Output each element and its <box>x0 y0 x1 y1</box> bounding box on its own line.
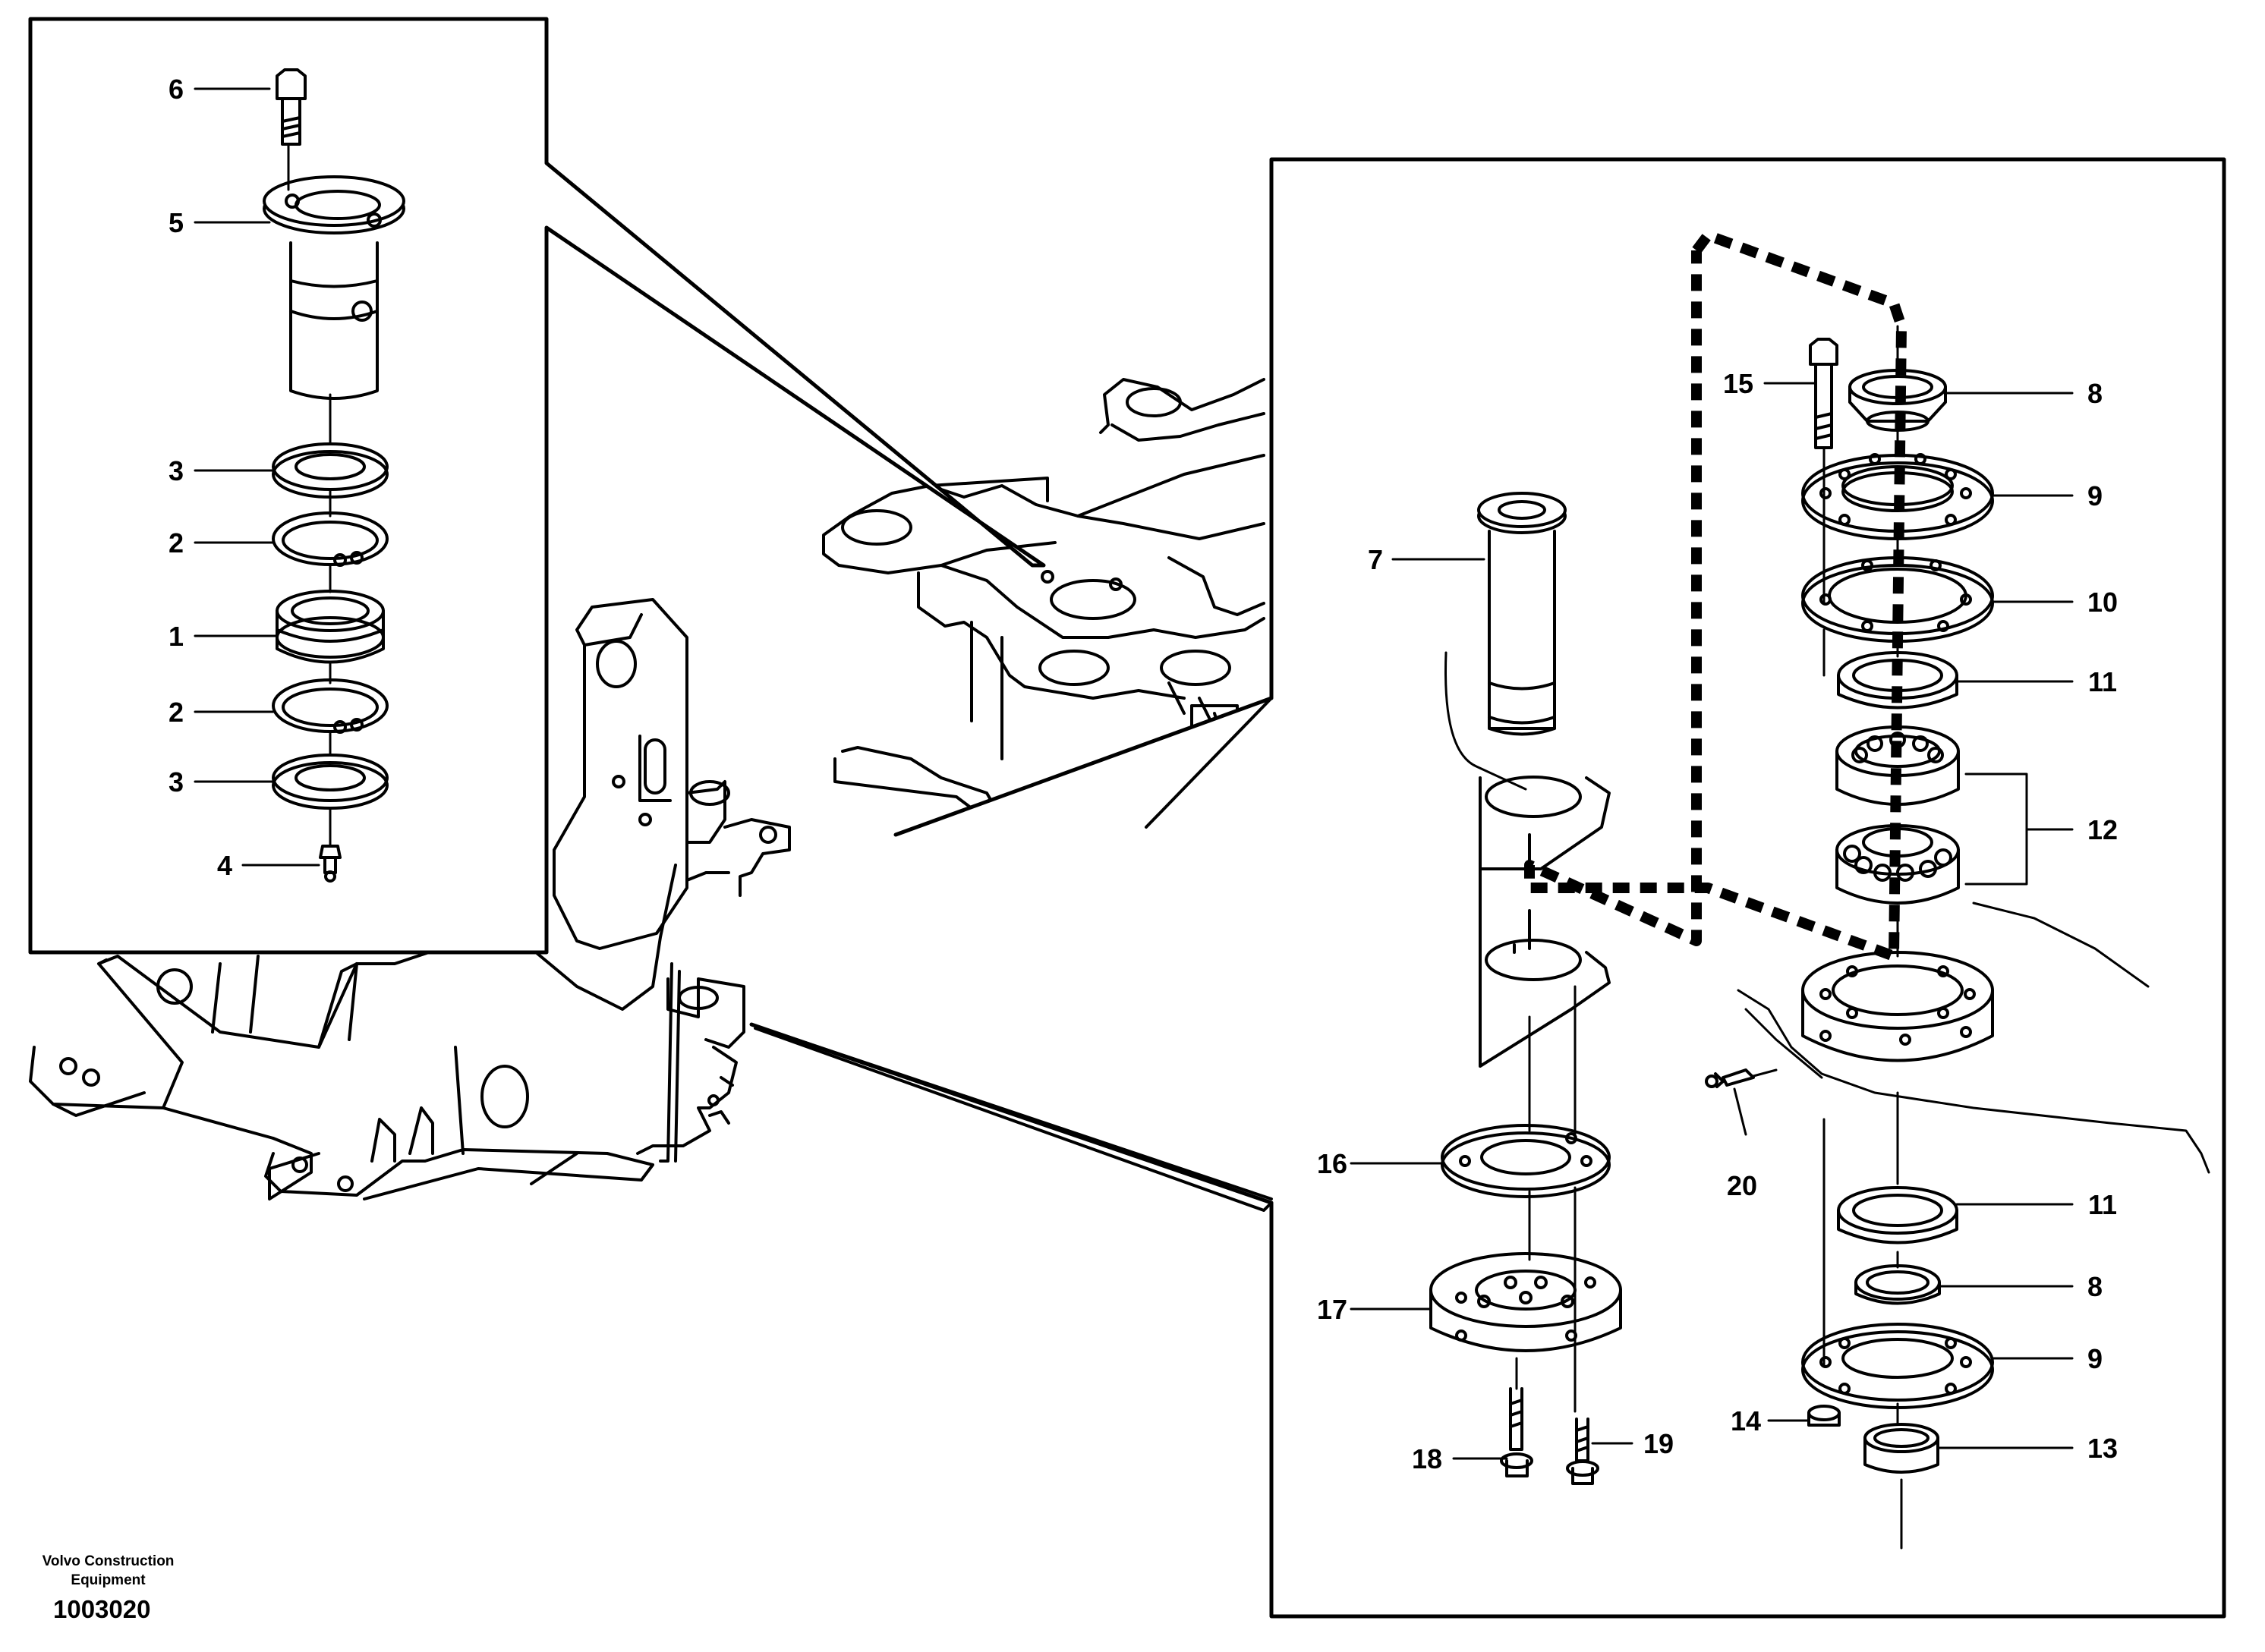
part-19-bolt <box>1566 1418 1599 1485</box>
document-number: 1003020 <box>53 1595 151 1623</box>
company-name: Volvo Construction Equipment <box>23 1552 194 1590</box>
callout-9: 9 <box>2087 1343 2103 1374</box>
callout-9: 9 <box>2087 480 2103 511</box>
hub-housing <box>1479 776 1611 1068</box>
right-inset-panel <box>749 157 2226 1619</box>
part-20-grease-nipple <box>1705 1068 1778 1088</box>
callout-18: 18 <box>1412 1443 1442 1474</box>
right-callout-labels: 7 16 17 18 19 15 8 9 10 11 12 20 11 8 9 … <box>1317 368 2118 1474</box>
part-9-lower-flange <box>1801 1323 1994 1409</box>
left-callout-labels: 6 5 3 2 1 2 3 4 <box>169 74 232 881</box>
part-1-bearing <box>276 590 385 664</box>
company-line-1: Volvo Construction <box>42 1553 175 1569</box>
callout-7: 7 <box>1368 544 1383 575</box>
callout-16: 16 <box>1317 1148 1347 1179</box>
callout-11: 11 <box>2088 666 2117 697</box>
callout-13: 13 <box>2087 1433 2118 1464</box>
callout-20: 20 <box>1727 1170 1757 1201</box>
part-13-sleeve <box>1863 1423 1939 1474</box>
left-inset-panel <box>28 17 1046 955</box>
callout-14: 14 <box>1731 1405 1761 1436</box>
part-12-bracket <box>1964 773 2066 886</box>
callout-1: 1 <box>169 621 184 652</box>
part-7-pin <box>1477 492 1567 954</box>
part-8-upper-seal <box>1848 369 1947 432</box>
left-leader-lines <box>194 87 320 867</box>
callout-2: 2 <box>169 697 184 728</box>
callout-19: 19 <box>1643 1428 1674 1459</box>
callout-8: 8 <box>2087 378 2103 409</box>
callout-10: 10 <box>2087 587 2118 618</box>
part-4-grease-nipple <box>319 845 342 883</box>
callout-3: 3 <box>169 455 184 486</box>
part-11-lower-cup <box>1837 1186 1958 1245</box>
callout-6: 6 <box>169 74 184 105</box>
part-14-nut <box>1807 1405 1841 1427</box>
part-12-roller-bearings <box>1835 725 1960 905</box>
dashed-break-outline <box>1524 230 1907 961</box>
machine-frame <box>29 598 791 1200</box>
callout-3: 3 <box>169 766 184 798</box>
callout-11: 11 <box>2088 1189 2117 1220</box>
callout-5: 5 <box>169 207 184 238</box>
part-5-pin <box>263 175 405 400</box>
callout-2: 2 <box>169 527 184 559</box>
callout-8: 8 <box>2087 1271 2103 1302</box>
part-6-bolt <box>276 68 307 146</box>
right-leader-lines <box>1350 382 2074 1460</box>
callout-4: 4 <box>217 850 232 881</box>
callout-12: 12 <box>2087 814 2118 845</box>
callout-15: 15 <box>1723 368 1753 399</box>
part-18-bolt <box>1500 1387 1533 1477</box>
part-16-shim <box>1441 1124 1611 1198</box>
company-line-2: Equipment <box>71 1572 146 1588</box>
callout-17: 17 <box>1317 1294 1347 1325</box>
